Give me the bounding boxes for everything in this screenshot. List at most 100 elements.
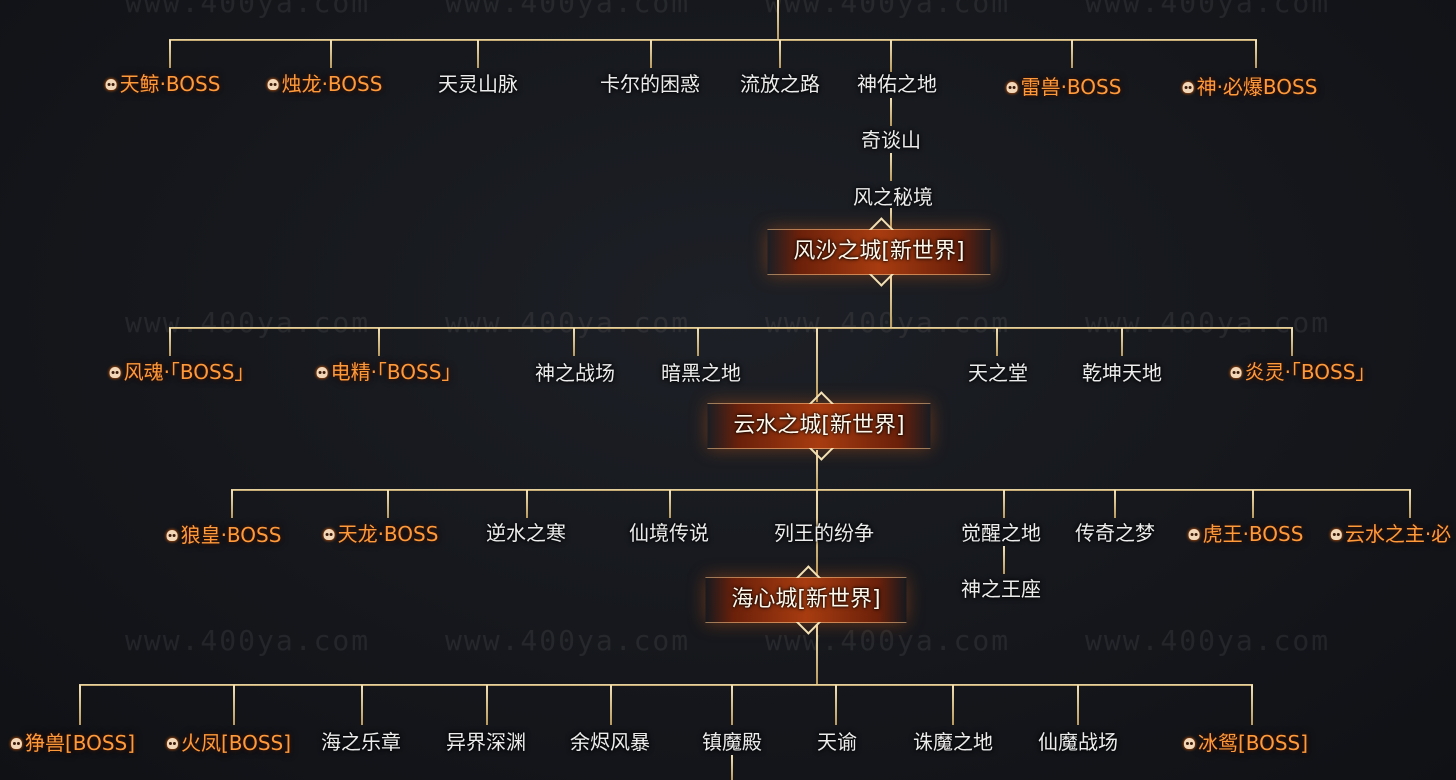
connector-line: [669, 490, 671, 518]
connector-line: [996, 328, 998, 356]
connector-line: [890, 98, 892, 126]
connector-line: [816, 490, 818, 576]
watermark: www.400ya.com: [445, 624, 691, 657]
connector-line: [1003, 490, 1005, 518]
skull-icon: [105, 79, 117, 90]
connector-line: [890, 276, 892, 328]
connector-line: [1071, 40, 1073, 68]
map-node[interactable]: 奇谈山: [861, 128, 921, 152]
map-node[interactable]: 卡尔的困惑: [600, 72, 700, 96]
connector-line: [169, 39, 1257, 41]
connector-line: [816, 624, 818, 685]
map-node[interactable]: 乾坤天地: [1082, 361, 1162, 385]
map-node-label: 风魂·「BOSS」: [123, 360, 255, 384]
connector-line: [1003, 546, 1005, 574]
connector-line: [477, 40, 479, 68]
map-node-boss[interactable]: 云水之主·必: [1330, 522, 1452, 546]
map-node-boss[interactable]: 狼皇·BOSS: [166, 523, 281, 547]
map-node-label: 神·必爆BOSS: [1196, 75, 1318, 99]
map-node-label: 火凤[BOSS]: [180, 731, 292, 755]
watermark: www.400ya.com: [125, 306, 371, 339]
map-node-label: 炎灵·「BOSS」: [1244, 360, 1376, 384]
connector-line: [816, 450, 818, 490]
map-node[interactable]: 诛魔之地: [913, 730, 993, 754]
map-node[interactable]: 天之堂: [968, 361, 1028, 385]
connector-line: [835, 685, 837, 725]
skull-icon: [1183, 738, 1195, 749]
map-node[interactable]: 海之乐章: [321, 730, 401, 754]
map-node[interactable]: 流放之路: [740, 72, 820, 96]
connector-line: [779, 40, 781, 68]
map-node[interactable]: 仙境传说: [629, 521, 709, 545]
map-node[interactable]: 神之战场: [535, 361, 615, 385]
map-node[interactable]: 神佑之地: [857, 72, 937, 96]
connector-line: [79, 684, 1253, 686]
map-node[interactable]: 传奇之梦: [1075, 521, 1155, 545]
city-banner[interactable]: 风沙之城[新世界]: [767, 229, 991, 275]
skull-icon: [109, 367, 121, 378]
map-node-boss[interactable]: 雷兽·BOSS: [1006, 75, 1122, 99]
connector-line: [231, 490, 233, 518]
watermark: www.400ya.com: [125, 624, 371, 657]
connector-line: [526, 490, 528, 518]
map-node[interactable]: 神之王座: [961, 577, 1041, 601]
map-node[interactable]: 觉醒之地: [961, 521, 1041, 545]
map-node-label: 电精·「BOSS」: [330, 360, 462, 384]
connector-line: [573, 328, 575, 356]
connector-line: [731, 755, 733, 780]
connector-line: [361, 685, 363, 725]
connector-line: [1291, 328, 1293, 356]
skull-icon: [267, 79, 279, 90]
watermark: www.400ya.com: [765, 0, 1011, 19]
map-node-boss[interactable]: 炎灵·「BOSS」: [1230, 360, 1376, 384]
connector-line: [1251, 685, 1253, 725]
skull-icon: [1182, 82, 1194, 93]
map-node[interactable]: 暗黑之地: [661, 361, 741, 385]
map-node[interactable]: 异界深渊: [446, 730, 526, 754]
map-node-label: 狰兽[BOSS]: [24, 731, 136, 755]
watermark: www.400ya.com: [1085, 0, 1331, 19]
connector-line: [1077, 685, 1079, 725]
connector-line: [486, 685, 488, 725]
map-node[interactable]: 列王的纷争: [774, 521, 874, 545]
connector-line: [777, 0, 779, 40]
map-node-boss[interactable]: 火凤[BOSS]: [166, 731, 292, 755]
map-node[interactable]: 仙魔战场: [1038, 730, 1118, 754]
skull-icon: [316, 367, 328, 378]
map-node-boss[interactable]: 神·必爆BOSS: [1182, 75, 1318, 99]
map-node-boss[interactable]: 虎王·BOSS: [1188, 522, 1304, 546]
city-banner[interactable]: 云水之城[新世界]: [707, 403, 931, 449]
map-node-label: 虎王·BOSS: [1202, 522, 1304, 546]
map-node-boss[interactable]: 冰鸳[BOSS]: [1183, 731, 1309, 755]
map-node[interactable]: 逆水之寒: [486, 521, 566, 545]
connector-line: [697, 328, 699, 356]
map-node-boss[interactable]: 狰兽[BOSS]: [10, 731, 136, 755]
connector-line: [890, 153, 892, 181]
map-node[interactable]: 风之秘境: [853, 185, 933, 209]
map-node[interactable]: 天谕: [817, 730, 857, 754]
watermark: www.400ya.com: [445, 306, 691, 339]
map-node-boss[interactable]: 烛龙·BOSS: [267, 72, 382, 96]
connector-line: [169, 327, 1293, 329]
skull-icon: [1188, 529, 1200, 540]
map-node[interactable]: 余烬风暴: [570, 730, 650, 754]
watermark: www.400ya.com: [765, 306, 1011, 339]
connector-line: [1114, 490, 1116, 518]
connector-line: [79, 685, 81, 725]
map-node[interactable]: 镇魔殿: [702, 730, 762, 754]
map-node-boss[interactable]: 天鲸·BOSS: [105, 72, 220, 96]
map-node-label: 冰鸳[BOSS]: [1197, 731, 1309, 755]
map-node[interactable]: 天灵山脉: [438, 72, 518, 96]
watermark: www.400ya.com: [1085, 624, 1331, 657]
connector-line: [1252, 490, 1254, 518]
map-node-boss[interactable]: 天龙·BOSS: [323, 522, 438, 546]
map-node-boss[interactable]: 风魂·「BOSS」: [109, 360, 255, 384]
connector-line: [731, 685, 733, 725]
connector-line: [231, 489, 1411, 491]
map-node-boss[interactable]: 电精·「BOSS」: [316, 360, 462, 384]
map-node-label: 雷兽·BOSS: [1020, 75, 1122, 99]
watermark: www.400ya.com: [125, 0, 371, 19]
connector-line: [169, 328, 171, 356]
city-banner[interactable]: 海心城[新世界]: [705, 577, 907, 623]
map-node-label: 云水之主·必: [1344, 522, 1452, 546]
